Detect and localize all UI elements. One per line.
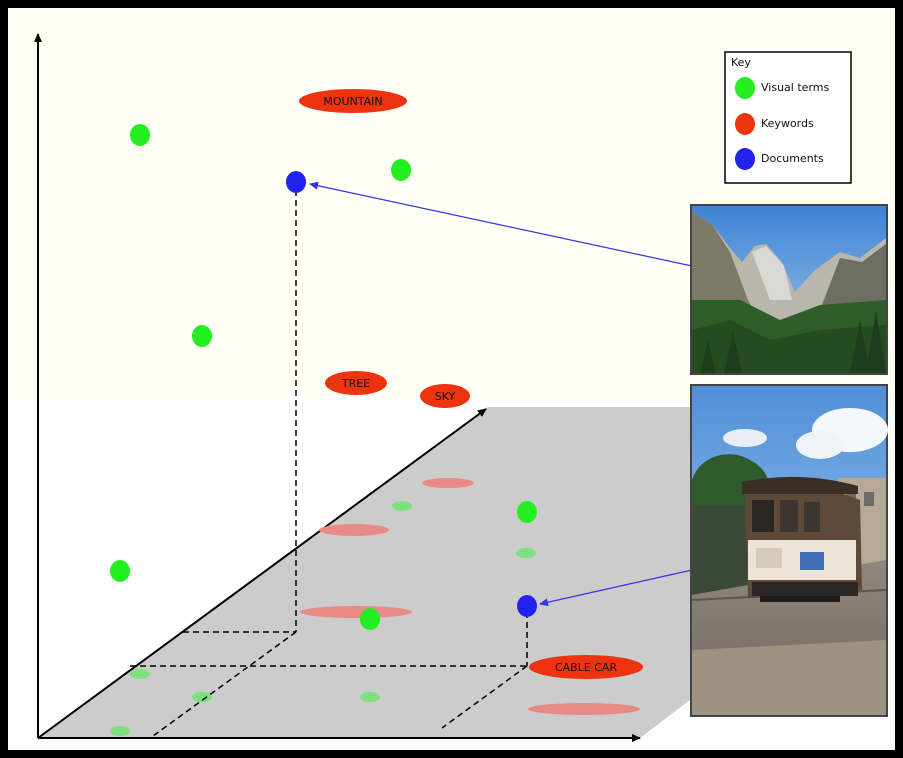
- visual-term-shadow: [516, 548, 536, 558]
- keyword-shadow: [528, 703, 640, 715]
- keyword-shadow: [300, 606, 412, 618]
- visual-term-point: [517, 501, 537, 523]
- visual-term-point: [110, 560, 130, 582]
- mountain-valley-photo: [690, 204, 888, 375]
- visual-term-point: [360, 608, 380, 630]
- legend-label-visual-terms: Visual terms: [761, 81, 829, 94]
- keyword-mountain-label: MOUNTAIN: [323, 95, 382, 108]
- keyword-shadow: [422, 478, 474, 488]
- cable-car-photo: [690, 384, 888, 717]
- visual-term-point: [192, 325, 212, 347]
- visual-term-shadow: [110, 726, 130, 736]
- visual-term-shadow: [392, 501, 412, 511]
- legend-label-keywords: Keywords: [761, 117, 814, 130]
- keyword-cable-car: CABLE CAR: [529, 655, 643, 679]
- keyword-shadow: [319, 524, 389, 536]
- visual-term-shadow: [130, 669, 150, 679]
- document-link-arrow: [309, 181, 693, 267]
- legend-swatch-documents: [735, 148, 755, 170]
- keyword-tree-label: TREE: [341, 377, 370, 390]
- keyword-sky: SKY: [420, 384, 470, 408]
- visual-term-shadow: [360, 692, 380, 702]
- document-point: [286, 171, 306, 193]
- legend-swatch-keywords: [735, 113, 755, 135]
- keyword-mountain: MOUNTAIN: [299, 89, 407, 113]
- legend: Key Visual terms Keywords Documents: [724, 51, 852, 184]
- visual-term-point: [130, 124, 150, 146]
- visual-term-point: [391, 159, 411, 181]
- projection-lines: [130, 190, 528, 737]
- legend-swatch-visual-terms: [735, 77, 755, 99]
- legend-title: Key: [731, 56, 751, 69]
- keyword-sky-label: SKY: [435, 390, 456, 403]
- visual-term-shadow: [192, 692, 212, 702]
- keyword-tree: TREE: [325, 371, 387, 395]
- keyword-cable-car-label: CABLE CAR: [555, 661, 618, 674]
- legend-label-documents: Documents: [761, 152, 824, 165]
- depth-axis: [37, 408, 487, 739]
- document-point: [517, 595, 537, 617]
- document-link-arrow: [539, 569, 693, 607]
